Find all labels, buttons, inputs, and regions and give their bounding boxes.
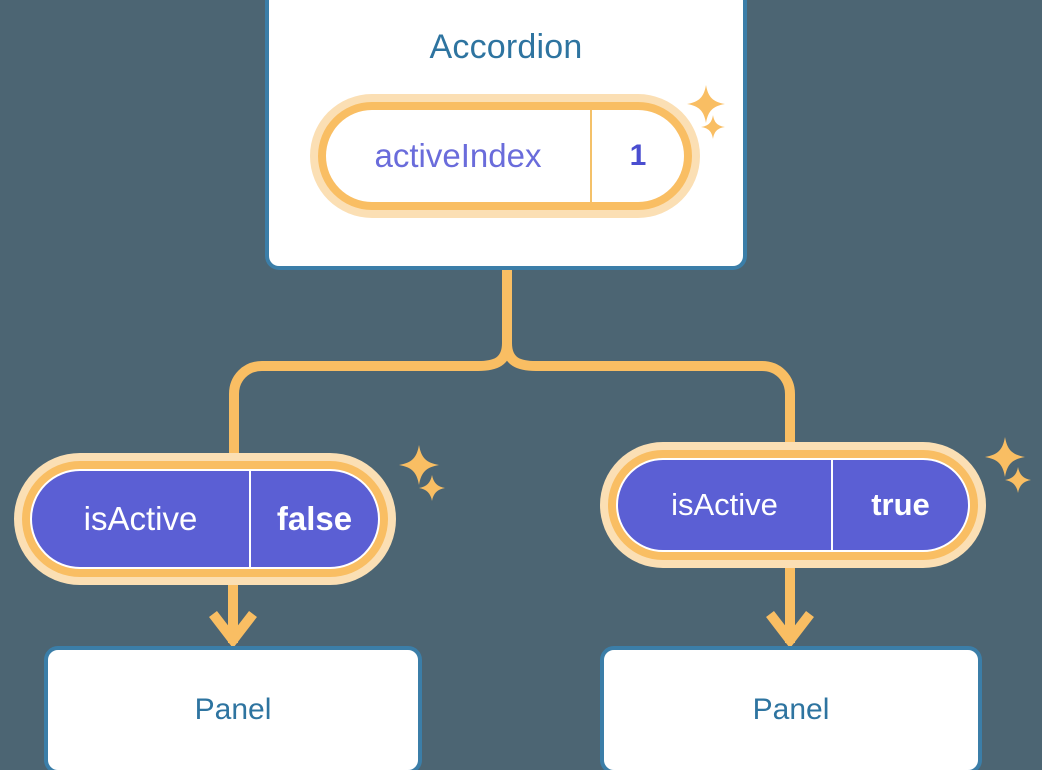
connector-branch-right	[502, 342, 795, 444]
arrow-down-icon	[766, 610, 814, 649]
state-pill-isactive-left[interactable]: isActive false	[14, 453, 396, 585]
state-value-label: 1	[590, 110, 684, 202]
state-value-label: true	[831, 460, 968, 550]
connector-branch-left	[229, 342, 512, 455]
pill-body: activeIndex 1	[326, 110, 684, 202]
panel-title: Panel	[194, 693, 272, 726]
state-key-label: activeIndex	[374, 137, 542, 174]
panel-card-right: Panel	[600, 646, 982, 770]
panel-card-left: Panel	[44, 646, 422, 770]
sparkle-icon	[1004, 466, 1032, 494]
sparkle-icon	[398, 444, 440, 486]
panel-title: Panel	[752, 693, 830, 726]
sparkle-icon	[418, 474, 446, 502]
pill-body: isActive false	[30, 469, 380, 569]
sparkle-icon	[984, 436, 1026, 478]
state-key-label: isActive	[83, 500, 198, 537]
state-key-label: isActive	[671, 487, 778, 522]
state-pill-activeindex[interactable]: activeIndex 1	[310, 94, 700, 218]
pill-body: isActive true	[616, 458, 970, 552]
state-pill-isactive-right[interactable]: isActive true	[600, 442, 986, 568]
state-value-label: false	[249, 471, 378, 567]
arrow-down-icon	[209, 610, 257, 649]
page-title: Accordion	[429, 28, 583, 66]
